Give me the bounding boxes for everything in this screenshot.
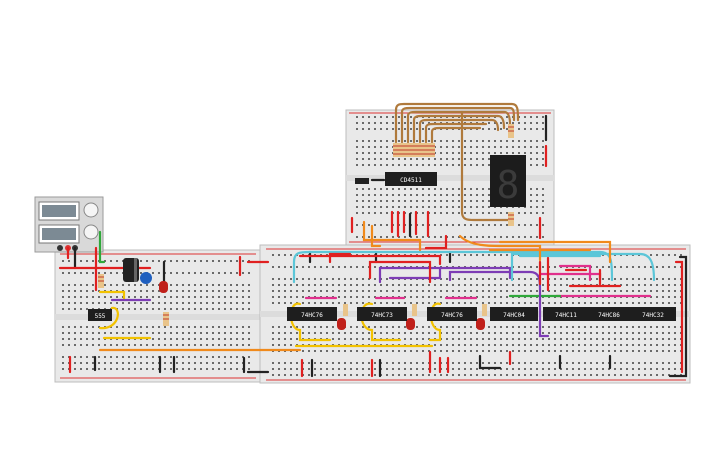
chip-3-label: 74HC76 — [441, 312, 463, 319]
capacitor-ceramic — [140, 272, 152, 284]
chip-555-label: 555 — [95, 313, 106, 320]
chip-4-label: 74HC04 — [503, 312, 525, 319]
display-digit: 8 — [497, 163, 520, 207]
jumper-block — [355, 178, 369, 184]
breadboard-left — [54, 249, 261, 383]
led-left — [98, 274, 169, 326]
power-supply — [34, 196, 104, 253]
chip-2-label: 74HC73 — [371, 312, 393, 319]
chip-555: 555 — [88, 309, 112, 321]
chip-cd4511: CD4511 — [385, 172, 437, 186]
chip-5-label: 74HC11 — [555, 312, 577, 319]
chip-6-label: 74HC86 — [598, 312, 620, 319]
chip-74hc86: 74HC86 — [586, 307, 632, 321]
chip-7-label: 74HC32 — [642, 312, 664, 319]
leds-main — [337, 304, 487, 330]
chip-74hc76-b: 74HC76 — [427, 307, 477, 321]
chip-74hc73: 74HC73 — [357, 307, 407, 321]
capacitor-electrolytic — [123, 258, 139, 282]
resistor-bank — [393, 124, 514, 226]
chip-1-label: 74HC76 — [301, 312, 323, 319]
chip-74hc76-a: 74HC76 — [287, 307, 337, 321]
chip-74hc11: 74HC11 — [543, 307, 589, 321]
chip-cd4511-label: CD4511 — [400, 177, 422, 184]
chip-74hc32: 74HC32 — [630, 307, 676, 321]
seven-segment-display: 8 — [490, 155, 526, 207]
chip-74hc04: 74HC04 — [490, 307, 538, 321]
